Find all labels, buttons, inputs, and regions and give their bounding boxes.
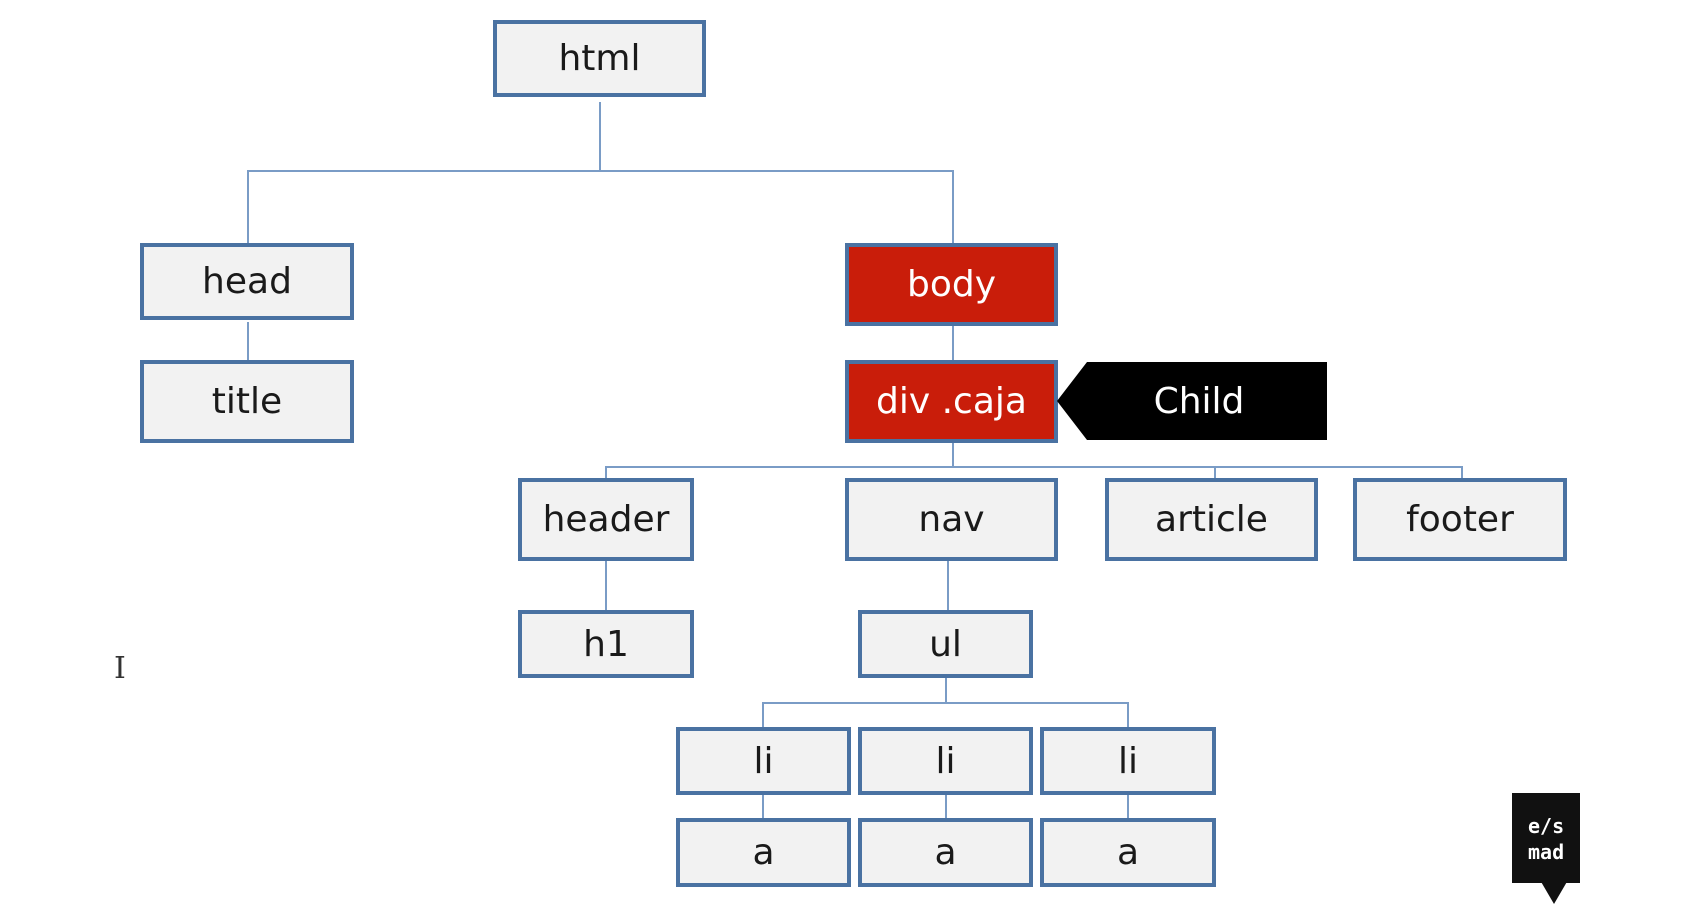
edge-html-down bbox=[599, 102, 601, 172]
node-li-2: li bbox=[858, 727, 1033, 795]
node-head: head bbox=[140, 243, 354, 320]
edge-to-li1 bbox=[762, 702, 764, 728]
edge-to-head bbox=[247, 170, 249, 243]
edge-ul-down bbox=[945, 676, 947, 704]
node-body: body bbox=[845, 243, 1058, 326]
edge-li1-a1 bbox=[762, 793, 764, 819]
node-a-3: a bbox=[1040, 818, 1216, 887]
logo-tail bbox=[1540, 880, 1568, 904]
edge-li3-a3 bbox=[1127, 793, 1129, 819]
logo-line-1: e/s bbox=[1528, 814, 1565, 838]
node-h1: h1 bbox=[518, 610, 694, 678]
edge-to-article bbox=[1214, 466, 1216, 480]
child-callout: Child bbox=[1057, 362, 1327, 440]
node-li-1: li bbox=[676, 727, 851, 795]
node-header: header bbox=[518, 478, 694, 561]
edge-to-header bbox=[605, 466, 607, 480]
node-ul: ul bbox=[858, 610, 1033, 678]
edge-to-body bbox=[952, 170, 954, 243]
edge-to-footer bbox=[1461, 466, 1463, 480]
edge-html-bar bbox=[247, 170, 954, 172]
edge-body-div bbox=[952, 322, 954, 362]
brand-logo: e/s mad bbox=[1512, 793, 1580, 883]
edge-li2-a2 bbox=[945, 793, 947, 819]
node-nav: nav bbox=[845, 478, 1058, 561]
edge-header-h1 bbox=[605, 559, 607, 611]
node-article: article bbox=[1105, 478, 1318, 561]
node-div-caja: div .caja bbox=[845, 360, 1058, 443]
text-cursor-icon: I bbox=[114, 651, 126, 686]
node-footer: footer bbox=[1353, 478, 1567, 561]
node-title: title bbox=[140, 360, 354, 443]
edge-div-down bbox=[952, 440, 954, 468]
edge-ul-bar bbox=[762, 702, 1129, 704]
edge-nav-ul bbox=[947, 559, 949, 611]
node-li-3: li bbox=[1040, 727, 1216, 795]
node-a-2: a bbox=[858, 818, 1033, 887]
node-html: html bbox=[493, 20, 706, 97]
logo-line-2: mad bbox=[1528, 840, 1565, 864]
edge-head-title bbox=[247, 322, 249, 362]
edge-div-bar bbox=[605, 466, 1463, 468]
edge-to-li3 bbox=[1127, 702, 1129, 728]
node-a-1: a bbox=[676, 818, 851, 887]
